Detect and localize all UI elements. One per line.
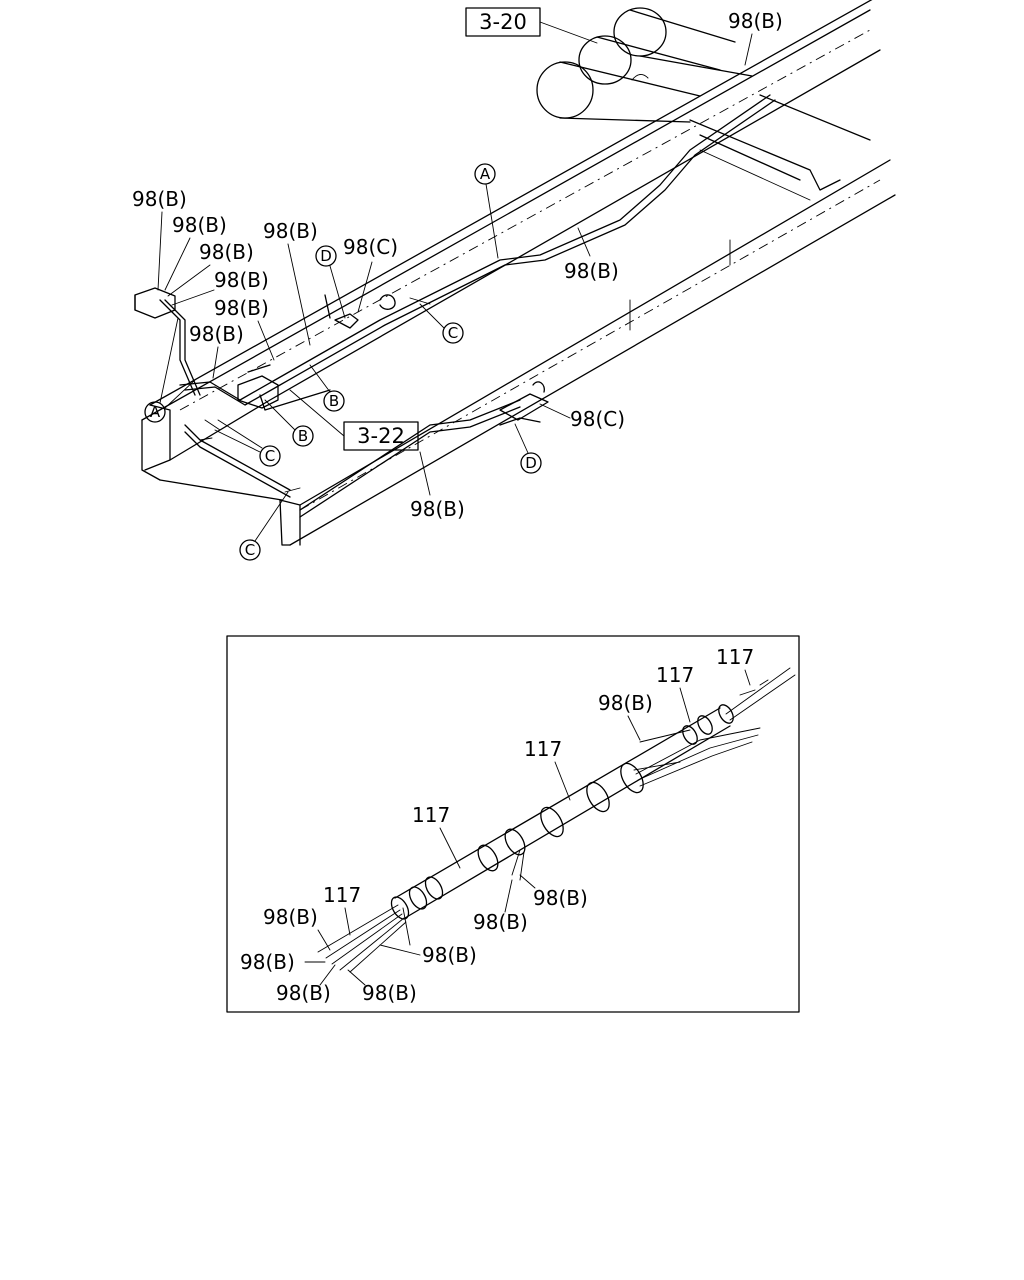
frame-cross-member [689,94,871,201]
part-label: 117 [323,883,361,907]
part-label: 98(B) [189,322,244,346]
part-label: 98(B) [240,950,295,974]
part-label: 98(C) [570,407,625,431]
reference-box-text: 3-22 [357,424,405,448]
part-label: 117 [656,663,694,687]
circle-marker-c: C [214,419,281,467]
reference-box-3-20[interactable]: 3-20 [465,7,541,37]
part-label: 98(C) [343,235,398,259]
part-label: 98(B) [473,910,528,934]
part-callouts: 98(B) 98(B) 98(B) 98(B) 98(B) 98(B) 98(B… [132,9,783,521]
brake-pipe [159,94,776,518]
svg-text:D: D [320,247,332,265]
part-label: 98(B) [564,259,619,283]
svg-text:A: A [480,165,491,183]
inset-part-callouts: 117 117 117 117 117 98(B) 98(B) 98(B) 98… [240,645,754,1005]
circle-marker-d: D [514,423,542,474]
svg-text:C: C [448,324,458,342]
circle-marker-b: B [309,364,345,412]
part-label: 117 [524,737,562,761]
pipe-bundle-drawing [317,667,796,973]
part-label: 98(B) [410,497,465,521]
part-label: 98(B) [214,268,269,292]
chassis-frame-drawing: 3-20 3-22 98(B) 98(B) 98(B) 98(B) 98(B) … [132,0,896,561]
proportioning-valve [134,287,549,493]
svg-text:C: C [245,541,255,559]
circle-marker-a: A [474,163,499,259]
circle-marker-c: C [419,303,464,344]
svg-text:B: B [298,427,308,445]
part-label: 117 [716,645,754,669]
part-label: 98(B) [132,187,187,211]
part-label: 98(B) [199,240,254,264]
svg-text:B: B [329,392,339,410]
circle-marker-d: D [315,245,346,319]
part-label: 98(B) [598,691,653,715]
part-label: 98(B) [533,886,588,910]
part-label: 98(B) [422,943,477,967]
circle-marker-a: A [144,317,196,423]
reference-box-3-22[interactable]: 3-22 [343,421,419,451]
part-label: 98(B) [263,905,318,929]
part-label: 98(B) [276,981,331,1005]
inset-detail-panel: 117 117 117 117 117 98(B) 98(B) 98(B) 98… [226,635,800,1013]
reference-box-text: 3-20 [479,10,527,34]
circle-marker-b: B [264,399,314,447]
svg-text:D: D [525,454,537,472]
part-label: 98(B) [172,213,227,237]
part-label: 117 [412,803,450,827]
part-label: 98(B) [214,296,269,320]
fuel-tank [536,7,753,123]
part-label: 98(B) [362,981,417,1005]
circle-marker-c: C [239,491,289,561]
svg-text:C: C [265,447,275,465]
part-label: 98(B) [263,219,318,243]
svg-text:A: A [150,403,161,421]
part-label: 98(B) [728,9,783,33]
